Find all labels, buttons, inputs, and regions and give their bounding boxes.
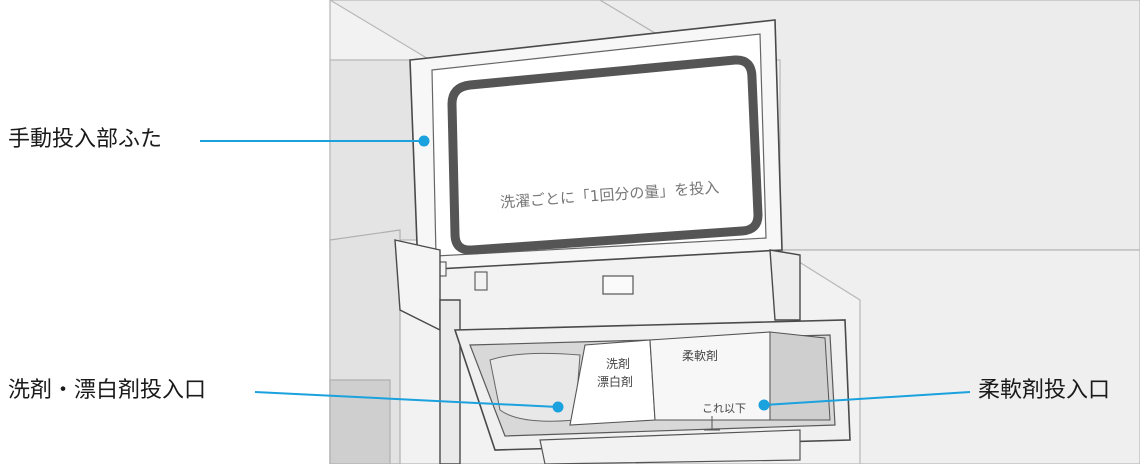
- callout-label-lid: 手動投入部ふた: [8, 127, 163, 152]
- compartment-label-softener: 柔軟剤: [682, 348, 718, 363]
- manual-dispenser-lid: 洗濯ごとに「1回分の量」を投入: [409, 19, 783, 295]
- leader-dot-lid: [418, 135, 430, 147]
- dispenser-frame: [394, 239, 801, 464]
- callout-label-detergent-inlet: 洗剤・漂白剤投入口: [8, 378, 207, 403]
- leader-dot-detergent: [552, 401, 564, 413]
- leader-dot-softener: [758, 399, 770, 411]
- top-panels: [328, 0, 1140, 464]
- leader-line-softener: [763, 391, 971, 406]
- lid-gasket: [447, 55, 763, 255]
- leader-line-detergent: [254, 391, 559, 408]
- dispenser-drawer: 洗剤 漂白剤 柔軟剤 これ以下: [453, 319, 851, 464]
- callout-label-softener-inlet: 柔軟剤投入口: [978, 378, 1111, 403]
- machine-side: [329, 229, 401, 464]
- fill-line-label: これ以下: [702, 402, 746, 415]
- callout-lines: [200, 135, 971, 413]
- compartment-label-detergent: 洗剤: [606, 356, 630, 371]
- compartment-label-bleach: 漂白剤: [597, 374, 633, 389]
